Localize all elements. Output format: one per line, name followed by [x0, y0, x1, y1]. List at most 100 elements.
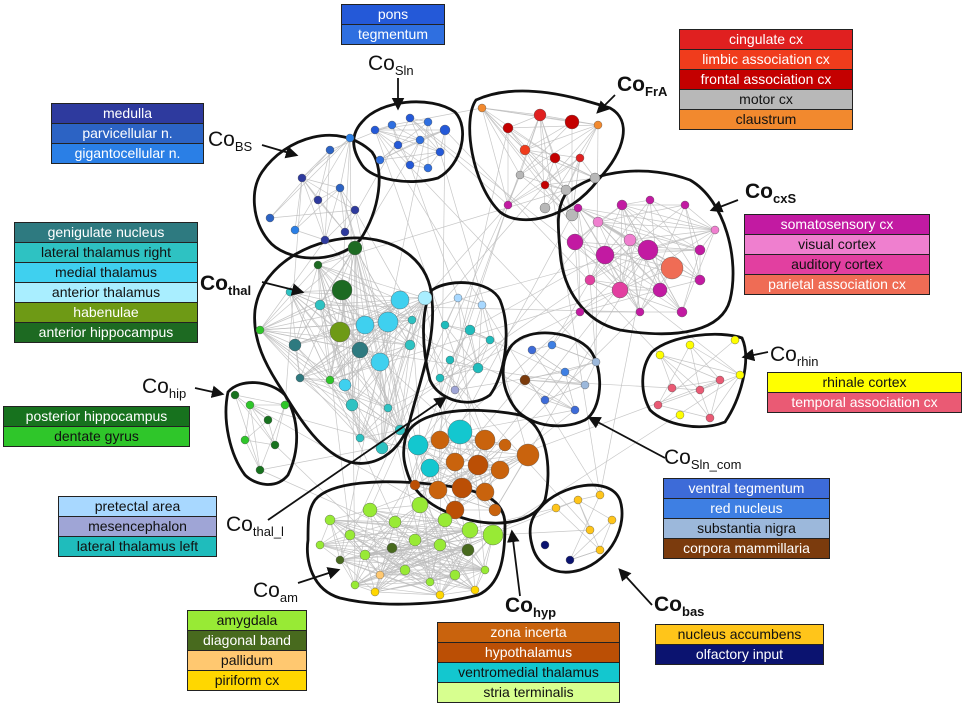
graph-node [411, 496, 429, 514]
graph-edge [671, 379, 721, 389]
graph-edge [379, 297, 426, 363]
graph-node [502, 122, 514, 134]
graph-edge [439, 569, 486, 596]
community-label-thall: Cothal_l [226, 513, 284, 539]
graph-edge [439, 367, 479, 379]
graph-edge [551, 344, 597, 363]
graph-node [435, 373, 445, 383]
graph-node [607, 515, 617, 525]
community-outline [224, 381, 299, 486]
graph-node [593, 120, 603, 130]
graph-node [715, 375, 725, 385]
graph-edge [354, 574, 381, 586]
pointer-arrow [741, 348, 769, 362]
graph-edge [387, 319, 413, 409]
graph-edge [524, 124, 599, 151]
graph-edge [259, 247, 356, 331]
graph-edge [604, 254, 701, 281]
legend-entry: zona incerta [438, 623, 619, 643]
graph-node [445, 500, 465, 520]
graph-node [320, 235, 330, 245]
graph-node [450, 385, 460, 395]
graph-edge [555, 507, 601, 551]
graph-edge [689, 344, 701, 391]
graph-node [516, 443, 540, 467]
graph-node [472, 362, 484, 374]
graph-edge [681, 229, 716, 313]
graph-edge [299, 377, 331, 381]
graph-node [470, 585, 480, 595]
graph-edge [329, 519, 381, 576]
community-label-frA: CoFrA [617, 73, 667, 99]
graph-edge [689, 344, 741, 376]
graph-edge [597, 221, 641, 313]
graph-edge [354, 509, 371, 586]
graph-edge [524, 149, 546, 186]
graph-edge [577, 207, 701, 251]
label-subscript: thal [228, 283, 252, 299]
pointer-arrow [194, 385, 225, 398]
graph-edge [374, 129, 601, 496]
graph-node [265, 213, 275, 223]
graph-node [595, 490, 605, 500]
graph-node [370, 352, 390, 372]
graph-edge [507, 127, 567, 191]
graph-edge [589, 249, 649, 281]
graph-node [498, 438, 512, 452]
pointer-arrow [506, 529, 521, 597]
graph-node [445, 355, 455, 365]
graph-edge [429, 544, 441, 583]
legend-entry: medulla [52, 104, 203, 124]
graph-edge [584, 361, 597, 386]
graph-node [430, 430, 450, 450]
graph-edge [544, 184, 573, 216]
legend-entry: anterior thalamus [15, 283, 197, 303]
graph-edge [492, 529, 591, 536]
community-label-bs: CoBS [208, 128, 252, 154]
legend-entry: diagonal band [188, 631, 306, 651]
graph-node [350, 205, 360, 215]
graph-edge [569, 549, 601, 561]
label-subscript: Sln_com [690, 457, 742, 473]
graph-edge [317, 149, 331, 201]
graph-node [280, 400, 290, 410]
graph-edge [259, 329, 361, 351]
graph-node [655, 350, 665, 360]
graph-edge [481, 107, 556, 159]
graph-node [409, 479, 421, 491]
graph-node [564, 114, 580, 130]
graph-node [652, 282, 668, 298]
graph-edge [577, 499, 601, 551]
graph-edge [349, 529, 471, 536]
graph-node [560, 367, 570, 377]
graph-node [408, 533, 422, 547]
graph-node [423, 117, 433, 127]
pointer-arrow [596, 94, 616, 114]
graph-edge [699, 389, 711, 419]
graph-node [347, 240, 363, 256]
graph-edge [657, 344, 691, 406]
graph-edge [299, 297, 426, 379]
graph-edge [539, 114, 601, 496]
graph-edge [409, 164, 459, 299]
graph-edge [454, 371, 566, 391]
community-outline [556, 169, 735, 336]
graph-edge [444, 129, 661, 356]
graph-node [595, 245, 615, 265]
graph-node [705, 413, 715, 423]
graph-edge [317, 264, 321, 306]
label-base: Co [664, 446, 691, 469]
graph-edge [439, 529, 471, 596]
graph-edge [324, 187, 341, 241]
graph-node [329, 321, 351, 343]
graph-node [575, 307, 585, 317]
graph-edge [439, 129, 446, 546]
graph-edge [589, 204, 623, 281]
graph-node [370, 587, 380, 597]
graph-edge [234, 394, 261, 471]
graph-edge [524, 114, 541, 151]
community-label-am: Coam [253, 579, 298, 605]
